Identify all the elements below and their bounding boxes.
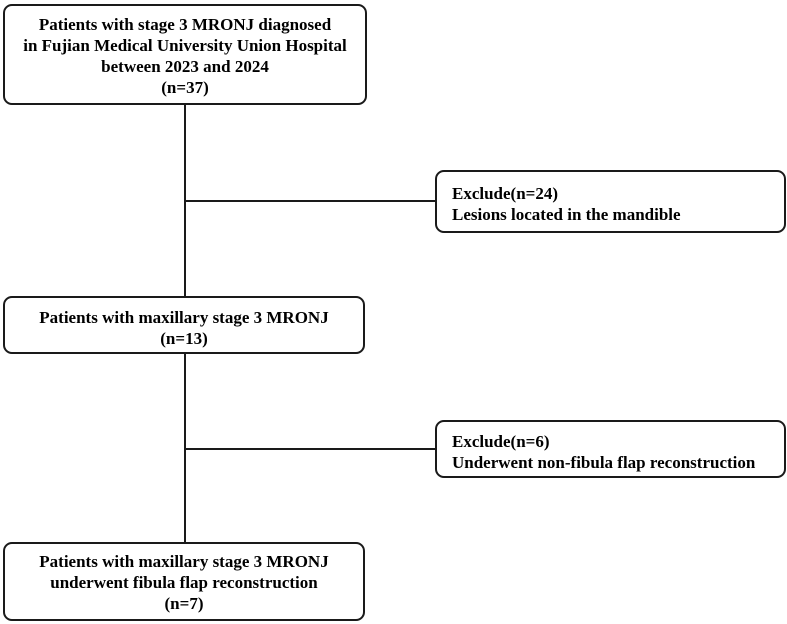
exclude-non-fibula-box: Exclude(n=6) Underwent non-fibula flap r… <box>435 420 786 478</box>
connector-to-exclude2 <box>184 448 436 450</box>
final-count: (n=7) <box>164 594 204 613</box>
initial-patients-box: Patients with stage 3 MRONJ diagnosed in… <box>3 4 367 105</box>
final-patients-box: Patients with maxillary stage 3 MRONJ un… <box>3 542 365 621</box>
initial-line-3: between 2023 and 2024 <box>101 57 269 76</box>
exclude-mandible-box: Exclude(n=24) Lesions located in the man… <box>435 170 786 233</box>
maxillary-count: (n=13) <box>160 329 208 348</box>
exclude1-reason: Lesions located in the mandible <box>452 205 681 224</box>
initial-count: (n=37) <box>161 78 209 97</box>
connector-to-exclude1 <box>184 200 436 202</box>
maxillary-line-1: Patients with maxillary stage 3 MRONJ <box>39 308 329 327</box>
exclude1-count: Exclude(n=24) <box>452 184 559 203</box>
maxillary-patients-box: Patients with maxillary stage 3 MRONJ (n… <box>3 296 365 354</box>
exclude2-reason: Underwent non-fibula flap reconstruction <box>452 453 756 472</box>
final-line-1: Patients with maxillary stage 3 MRONJ <box>39 552 329 571</box>
final-line-2: underwent fibula flap reconstruction <box>50 573 318 592</box>
initial-line-1: Patients with stage 3 MRONJ diagnosed <box>38 15 332 34</box>
initial-line-2: in Fujian Medical University Union Hospi… <box>23 36 347 55</box>
exclude2-count: Exclude(n=6) <box>452 432 550 451</box>
